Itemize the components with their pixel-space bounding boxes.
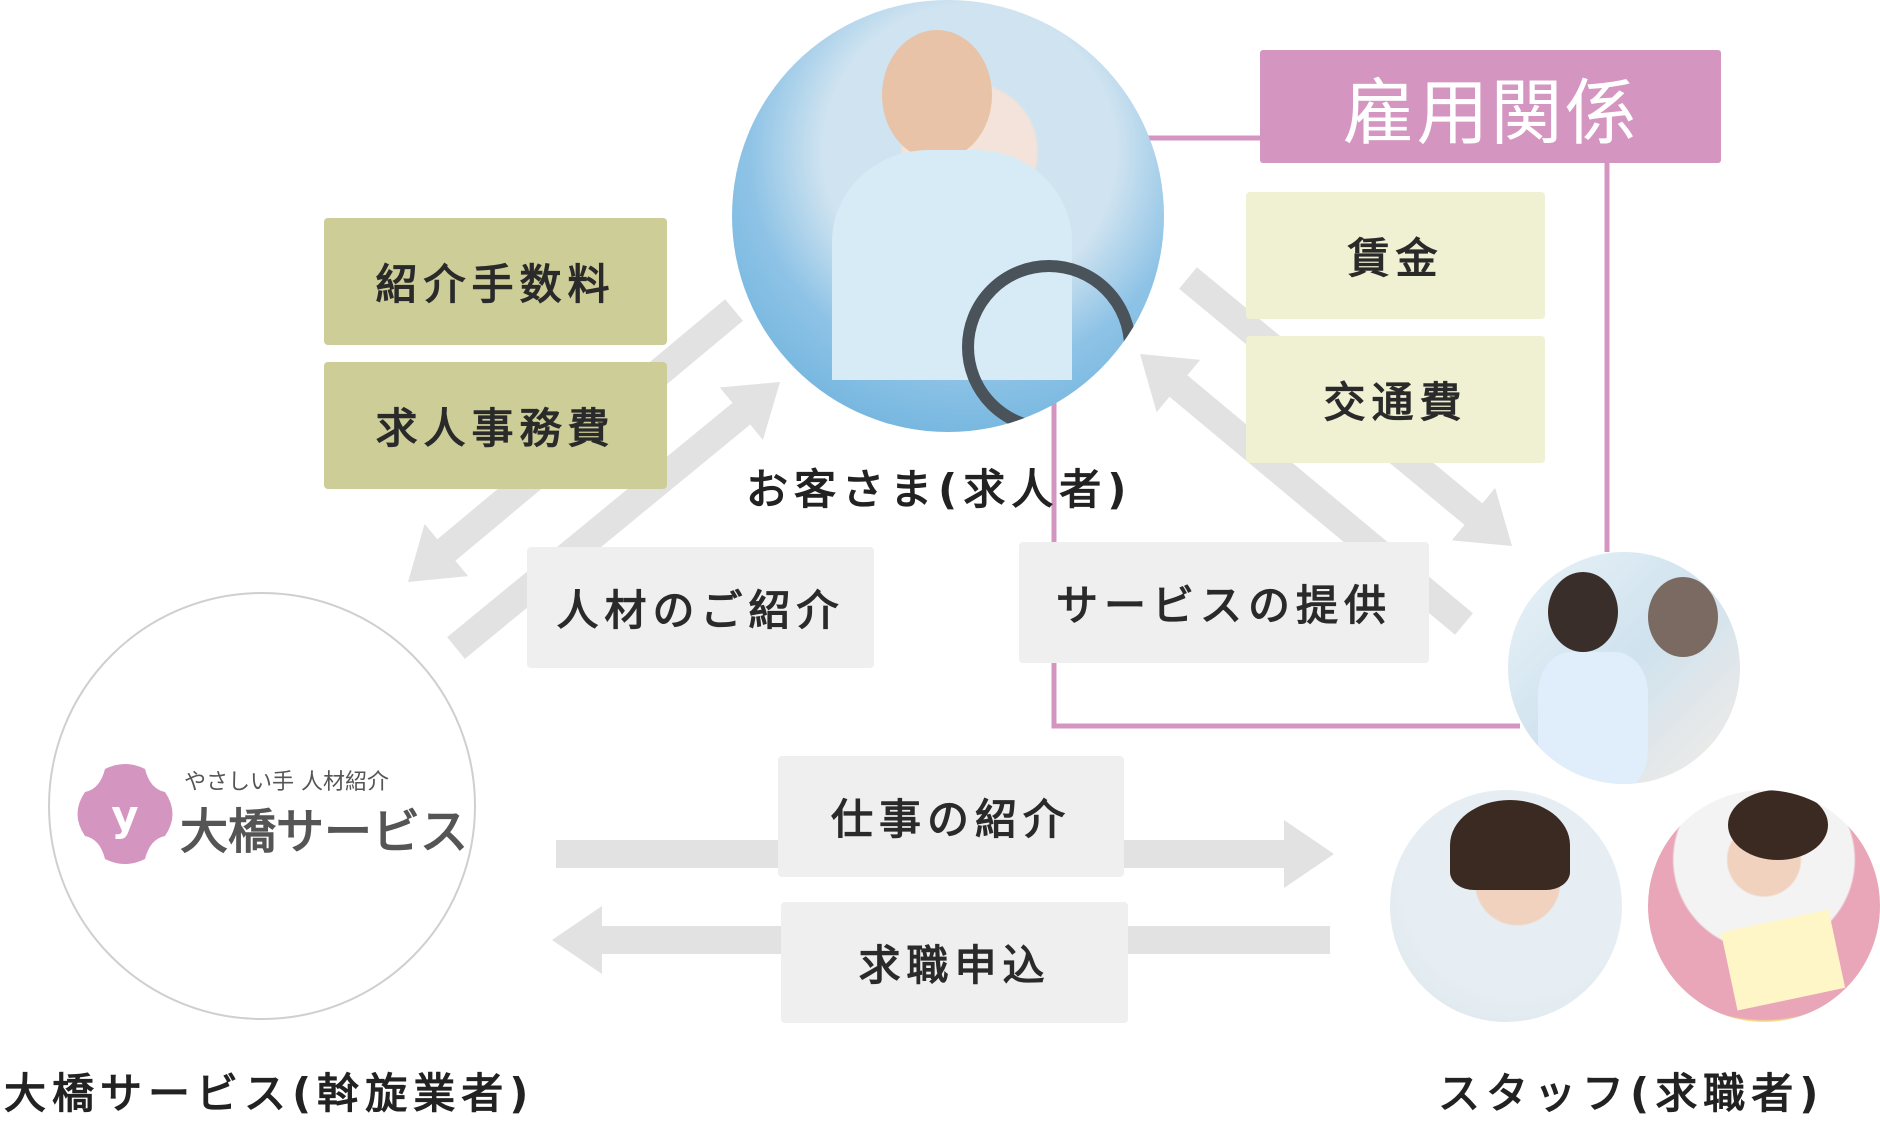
employment-line-bottom	[1051, 400, 1520, 729]
picture-book	[1720, 909, 1846, 1011]
staff-woman-photo	[1390, 790, 1622, 1022]
employment-relationship-label: 雇用関係	[1260, 50, 1721, 163]
logo-tagline: やさしい手 人材紹介	[184, 770, 389, 795]
flow-service-provision: サービスの提供	[1019, 542, 1429, 663]
caregiver-head	[1548, 572, 1618, 652]
staff-label: スタッフ(求職者)	[1438, 1069, 1825, 1118]
wage-box: 賃金	[1246, 192, 1545, 319]
agency-logo-circle: y やさしい手 人材紹介 大橋サービス	[48, 592, 476, 1020]
customer-label: お客さま(求人者)	[746, 465, 1133, 514]
customer-face	[882, 30, 992, 160]
childcare-hair	[1728, 790, 1828, 860]
flow-job-introduction: 仕事の紹介	[778, 756, 1124, 877]
elder-head	[1648, 577, 1718, 657]
logo-name: 大橋サービス	[180, 804, 469, 860]
logo-mark-icon: y	[77, 764, 173, 864]
flow-introduce-talent: 人材のご紹介	[527, 547, 874, 668]
transport-fee-box: 交通費	[1246, 336, 1545, 463]
fee-recruitment-admin: 求人事務費	[324, 362, 667, 489]
wheelchair	[962, 260, 1136, 432]
woman-hair	[1450, 800, 1570, 890]
svg-text:y: y	[111, 791, 138, 840]
staff-childcare-photo	[1648, 790, 1880, 1022]
fee-introduction: 紹介手数料	[324, 218, 667, 345]
caregiver-body	[1538, 652, 1648, 784]
customer-photo	[732, 0, 1164, 432]
flow-job-application: 求職申込	[781, 902, 1128, 1023]
agency-label: 大橋サービス(斡旋業者)	[4, 1069, 535, 1118]
staff-care-photo	[1508, 552, 1740, 784]
